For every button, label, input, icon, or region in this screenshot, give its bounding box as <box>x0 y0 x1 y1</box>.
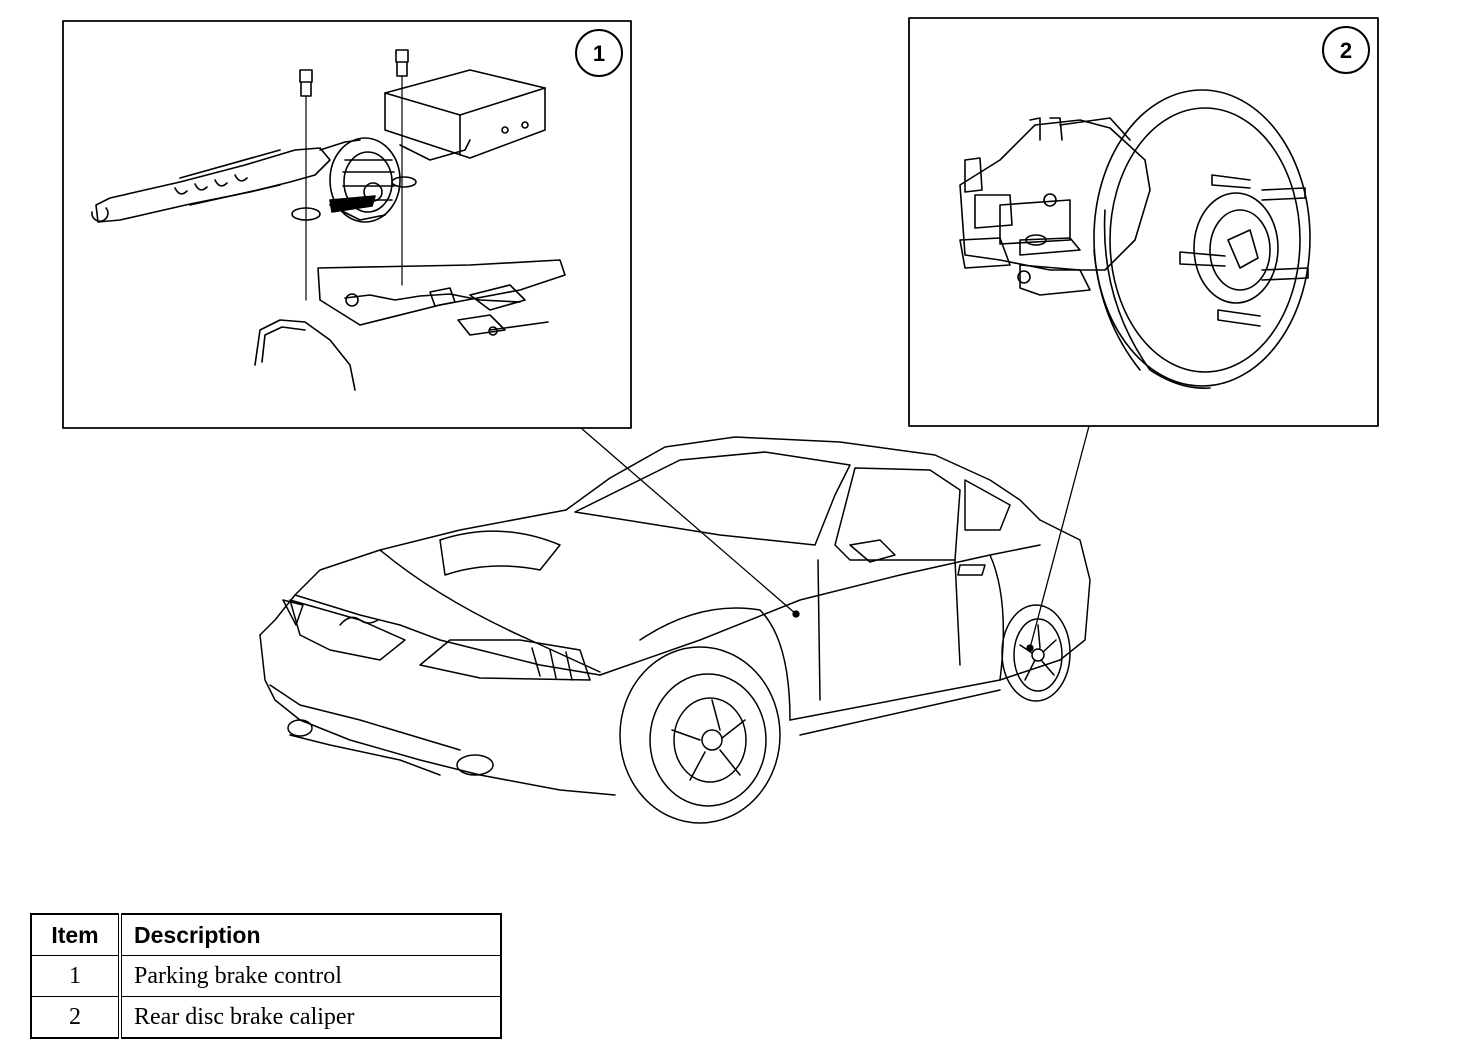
callout-2-circle <box>1322 26 1370 74</box>
vehicle-illustration <box>259 436 1091 824</box>
rear-disc-brake-caliper-illustration <box>959 89 1311 389</box>
detail-panel-2: 2 <box>908 17 1379 427</box>
legend-header-item: Item <box>30 913 122 956</box>
leader-lines <box>580 425 1090 652</box>
legend-header-description: Description <box>119 913 502 956</box>
legend-item-description: Parking brake control <box>119 955 502 997</box>
parking-brake-control-illustration <box>91 49 566 391</box>
legend-table: Item Description 1 Parking brake control… <box>30 913 502 1039</box>
legend-header-row: Item Description <box>30 913 502 956</box>
callout-1-circle <box>575 29 623 77</box>
legend-item-description: Rear disc brake caliper <box>119 996 502 1039</box>
legend-item-number: 2 <box>30 996 122 1039</box>
callout-1-number: 1 <box>593 41 605 66</box>
legend-item-number: 1 <box>30 955 122 997</box>
detail-panel-1: 1 <box>62 20 632 429</box>
legend-row: 1 Parking brake control <box>30 955 502 997</box>
legend-row: 2 Rear disc brake caliper <box>30 996 502 1039</box>
callout-2-number: 2 <box>1340 38 1352 63</box>
